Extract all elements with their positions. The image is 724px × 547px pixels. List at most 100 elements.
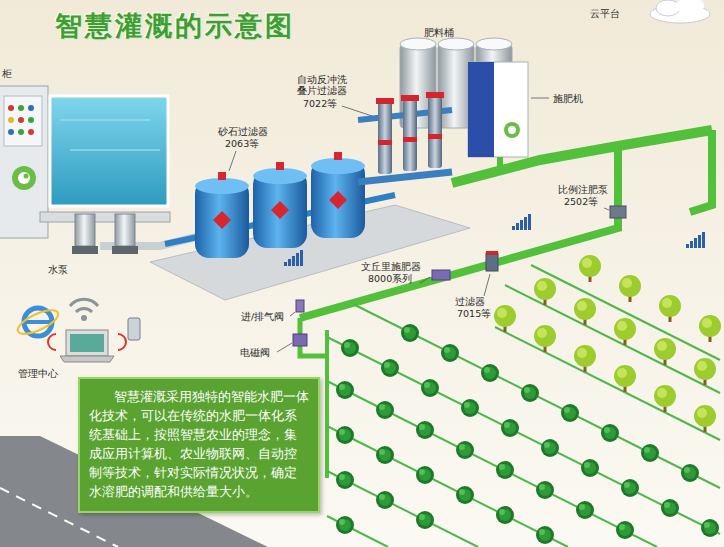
crop-rows bbox=[376, 401, 394, 419]
disc-filter bbox=[401, 95, 419, 101]
callout-number: 2063等 bbox=[225, 138, 259, 149]
crop-rows bbox=[701, 519, 719, 537]
disc-filter bbox=[403, 137, 417, 142]
sand-filter bbox=[271, 201, 289, 219]
drip-line bbox=[351, 303, 720, 488]
sand-filter bbox=[311, 158, 365, 174]
crop-rows bbox=[481, 364, 499, 382]
crop-rows bbox=[336, 324, 719, 544]
tree-rows bbox=[494, 255, 721, 432]
part-label: 肥料桶 bbox=[424, 27, 454, 38]
control-cabinet bbox=[24, 174, 29, 179]
management-icons bbox=[70, 334, 104, 352]
water-pump bbox=[72, 246, 98, 254]
water-pool bbox=[70, 150, 160, 151]
sand-filter bbox=[218, 172, 226, 180]
valve-icons bbox=[486, 253, 498, 271]
tree-rows bbox=[654, 338, 676, 365]
callout-number: 7015等 bbox=[457, 308, 491, 319]
control-cabinet bbox=[28, 105, 34, 111]
management-icons bbox=[26, 320, 50, 324]
irrigation-illustration bbox=[512, 214, 531, 230]
control-cabinet bbox=[12, 166, 36, 190]
sand-filter bbox=[276, 162, 284, 170]
drip-line bbox=[327, 337, 720, 534]
tree-rows bbox=[579, 255, 601, 282]
tree-rows bbox=[494, 305, 516, 332]
crop-rows bbox=[401, 324, 419, 342]
disc-filter bbox=[428, 134, 442, 139]
valve-icons bbox=[293, 206, 626, 346]
water-pool bbox=[50, 96, 168, 206]
part-label: 管理中心 bbox=[18, 368, 58, 379]
valve-icons bbox=[293, 334, 307, 346]
crop-rows bbox=[421, 379, 439, 397]
part-label: 比例注肥泵 bbox=[558, 184, 608, 195]
part-label: 柜 bbox=[2, 68, 12, 79]
crop-rows bbox=[536, 526, 554, 544]
crop-rows bbox=[416, 511, 434, 529]
cloud bbox=[650, 0, 710, 23]
crop-rows bbox=[496, 506, 514, 524]
leader-lines bbox=[229, 151, 236, 171]
leader-lines bbox=[604, 208, 609, 210]
crop-rows bbox=[376, 491, 394, 509]
drip-line bbox=[327, 381, 657, 547]
crop-rows bbox=[681, 464, 699, 482]
fertigation-machine bbox=[468, 62, 528, 157]
crop-rows bbox=[561, 404, 579, 422]
fertilizer-tank bbox=[438, 38, 474, 50]
part-label: 过滤器 bbox=[455, 296, 485, 307]
crop-rows bbox=[616, 521, 634, 539]
part-label: 电磁阀 bbox=[240, 347, 270, 358]
drip-line bbox=[495, 327, 720, 440]
part-label: 自动反冲洗 叠片过滤器 bbox=[297, 74, 350, 96]
sand-filter bbox=[334, 152, 342, 160]
control-cabinet bbox=[18, 129, 24, 135]
part-label: 水泵 bbox=[48, 264, 68, 275]
irrigation-illustration bbox=[284, 250, 303, 266]
control-cabinet bbox=[28, 117, 34, 123]
callout-number: 8000系列 bbox=[368, 273, 412, 284]
green-pipe bbox=[690, 130, 712, 212]
disc-filter bbox=[426, 92, 444, 98]
control-cabinet bbox=[8, 129, 14, 135]
callout-number: 2502等 bbox=[564, 196, 598, 207]
control-cabinet bbox=[18, 117, 24, 123]
crop-rows bbox=[461, 399, 479, 417]
crop-rows bbox=[441, 344, 459, 362]
disc-filter bbox=[403, 99, 417, 171]
crop-rows bbox=[501, 419, 519, 437]
drip-line bbox=[505, 285, 720, 393]
fertigation-machine bbox=[468, 62, 528, 157]
control-cabinet bbox=[18, 105, 24, 111]
disc-filter bbox=[358, 172, 452, 182]
crop-rows bbox=[336, 471, 354, 489]
disc-filter bbox=[428, 96, 442, 168]
sand-filter bbox=[329, 191, 347, 209]
crop-rows bbox=[621, 479, 639, 497]
tree-rows bbox=[694, 358, 716, 385]
fertilizer-tank bbox=[476, 38, 512, 50]
green-pipe bbox=[300, 146, 618, 318]
irrigation-illustration bbox=[686, 232, 705, 248]
fertigation-machine bbox=[504, 122, 520, 138]
management-icons bbox=[66, 330, 108, 356]
tree-rows bbox=[614, 365, 636, 392]
valve-icons bbox=[610, 206, 626, 218]
crop-rows bbox=[416, 466, 434, 484]
tree-rows bbox=[574, 298, 596, 325]
crop-rows bbox=[416, 421, 434, 439]
pump-pipes bbox=[40, 212, 170, 222]
crop-rows bbox=[456, 486, 474, 504]
tree-rows bbox=[614, 318, 636, 345]
sand-filter bbox=[213, 211, 231, 229]
crop-rows bbox=[641, 444, 659, 462]
tree-rows bbox=[659, 295, 681, 322]
crop-rows bbox=[661, 499, 679, 517]
green-pipe bbox=[300, 130, 712, 478]
management-icons bbox=[76, 309, 92, 312]
management-icons bbox=[128, 318, 140, 340]
part-label: 进/排气阀 bbox=[241, 311, 284, 322]
